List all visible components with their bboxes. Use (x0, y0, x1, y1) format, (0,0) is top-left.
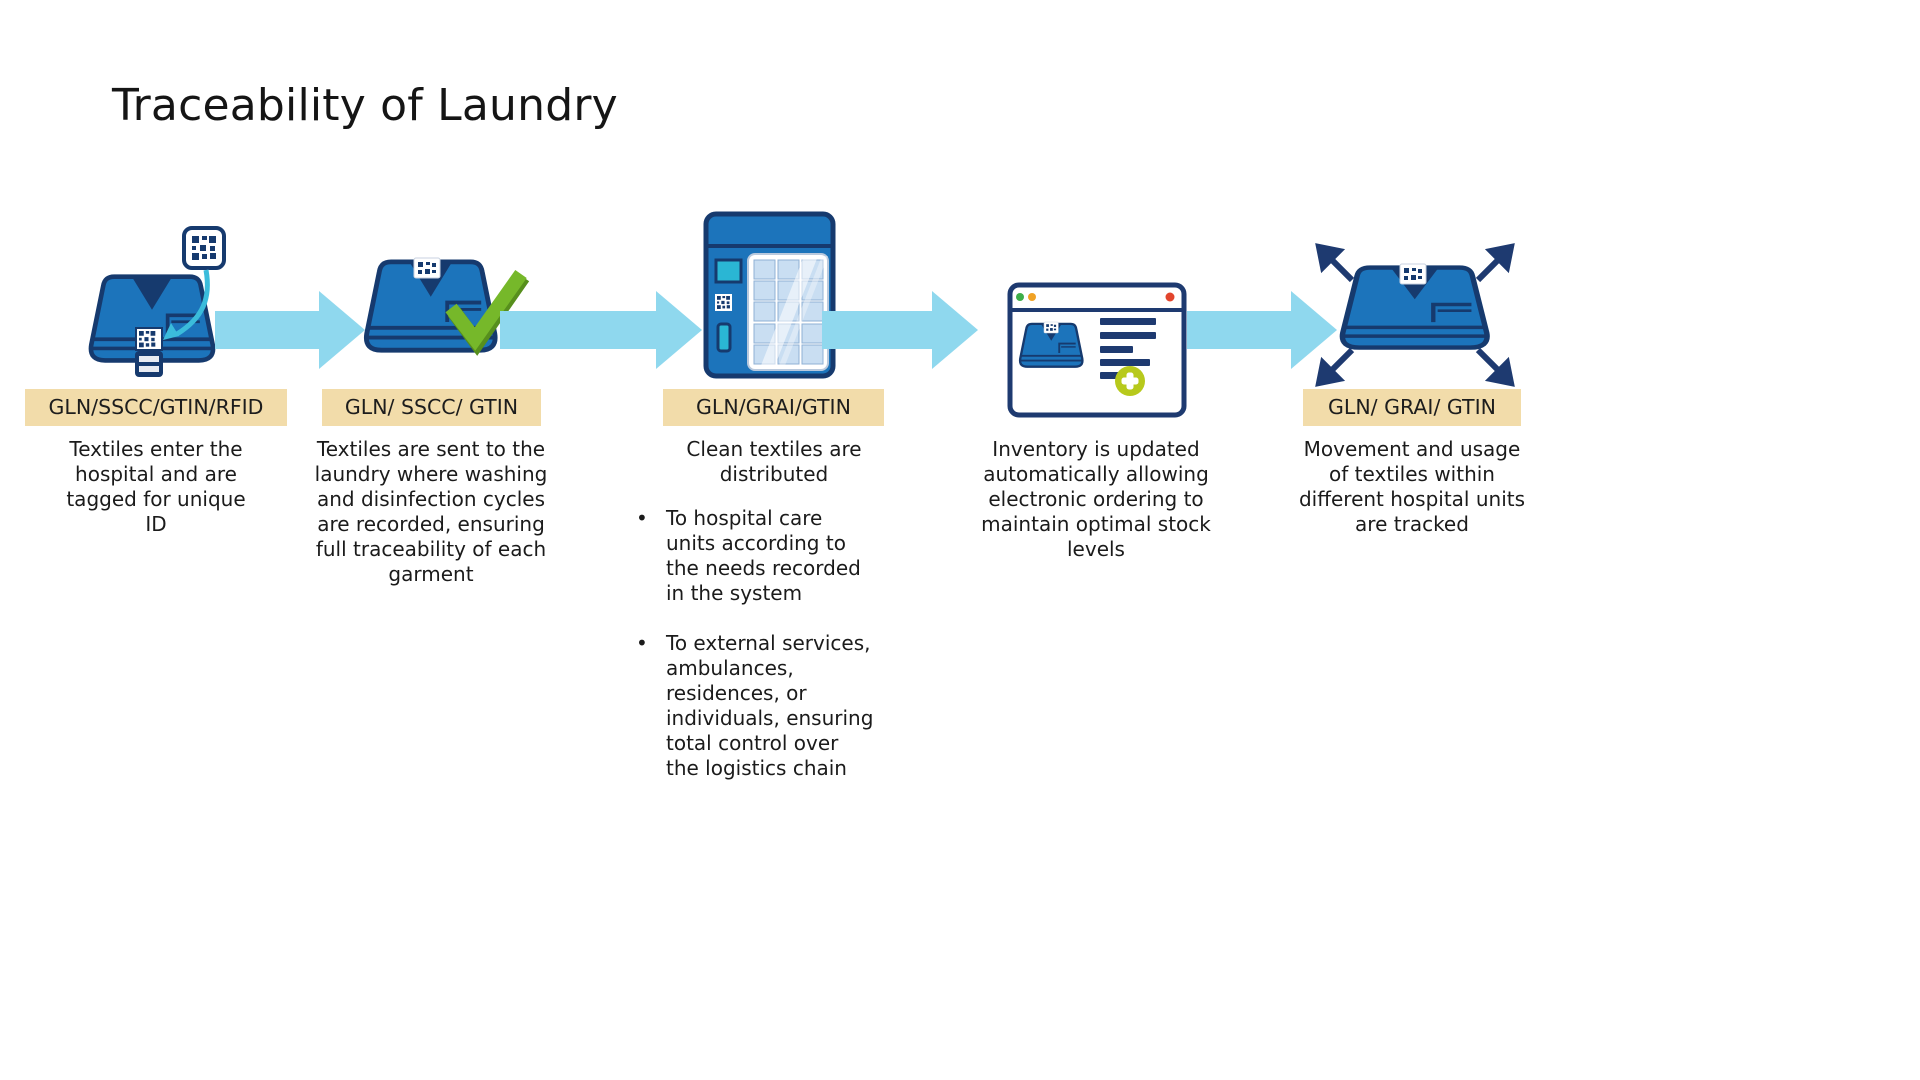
curved-arrow-icon (175, 269, 210, 337)
text-lines (1100, 318, 1156, 379)
arrow-head (932, 291, 978, 369)
dispenser-cabinet-icon (703, 211, 836, 379)
textile-tracking-icon (1315, 243, 1515, 387)
rfid-tag-icon (135, 351, 163, 377)
bullet-dot: • (636, 506, 648, 530)
flow-arrow-icon (500, 291, 702, 369)
stage-label-badge: GLN/SSCC/GTIN/RFID (25, 389, 287, 426)
arrow-body (215, 311, 319, 349)
flow-arrow-icon (215, 291, 365, 369)
bullet-text: To external services, ambulances, reside… (666, 631, 874, 780)
bullet-item: • To hospital care units according to th… (628, 506, 918, 606)
arrow-head (656, 291, 702, 369)
bullet-text: To hospital care units according to the … (666, 506, 861, 605)
stage-label-badge: GLN/GRAI/GTIN (663, 389, 884, 426)
bullet-dot: • (636, 631, 648, 655)
bullet-list: • To hospital care units according to th… (628, 506, 918, 806)
cabinet-button (714, 258, 743, 284)
page-title: Traceability of Laundry (112, 80, 618, 131)
stage-description: Textiles are sent to the laundry where w… (314, 437, 548, 586)
window-dot-green (1016, 293, 1024, 301)
arrow-head (319, 291, 365, 369)
checkmark-icon (445, 269, 527, 351)
cabinet-slot (716, 322, 732, 353)
textile-rfid-tag-icon (75, 226, 226, 377)
arrow-body (1187, 311, 1291, 349)
textile-checkmark-icon (352, 257, 530, 356)
flow-arrow-icon (1187, 291, 1337, 369)
expand-arrows-icon (1315, 243, 1515, 387)
arrow-head (1291, 291, 1337, 369)
stage-description: Textiles enter the hospital and are tagg… (66, 437, 246, 536)
window-dot-orange (1028, 293, 1036, 301)
arrow-body (500, 311, 656, 349)
bullet-item: • To external services, ambulances, resi… (628, 631, 918, 781)
stage-label-badge: GLN/ GRAI/ GTIN (1303, 389, 1521, 426)
arrow-body (822, 311, 932, 349)
stage-description: Movement and usage of textiles within di… (1298, 437, 1526, 536)
flow-arrow-icon (822, 291, 978, 369)
stage-description: Inventory is updated automatically allow… (981, 437, 1211, 561)
stage-description: Clean textiles are distributed (686, 437, 862, 486)
window-dot-red (1165, 292, 1175, 302)
stage-label-badge: GLN/ SSCC/ GTIN (322, 389, 541, 426)
inventory-window-icon (1007, 282, 1187, 418)
